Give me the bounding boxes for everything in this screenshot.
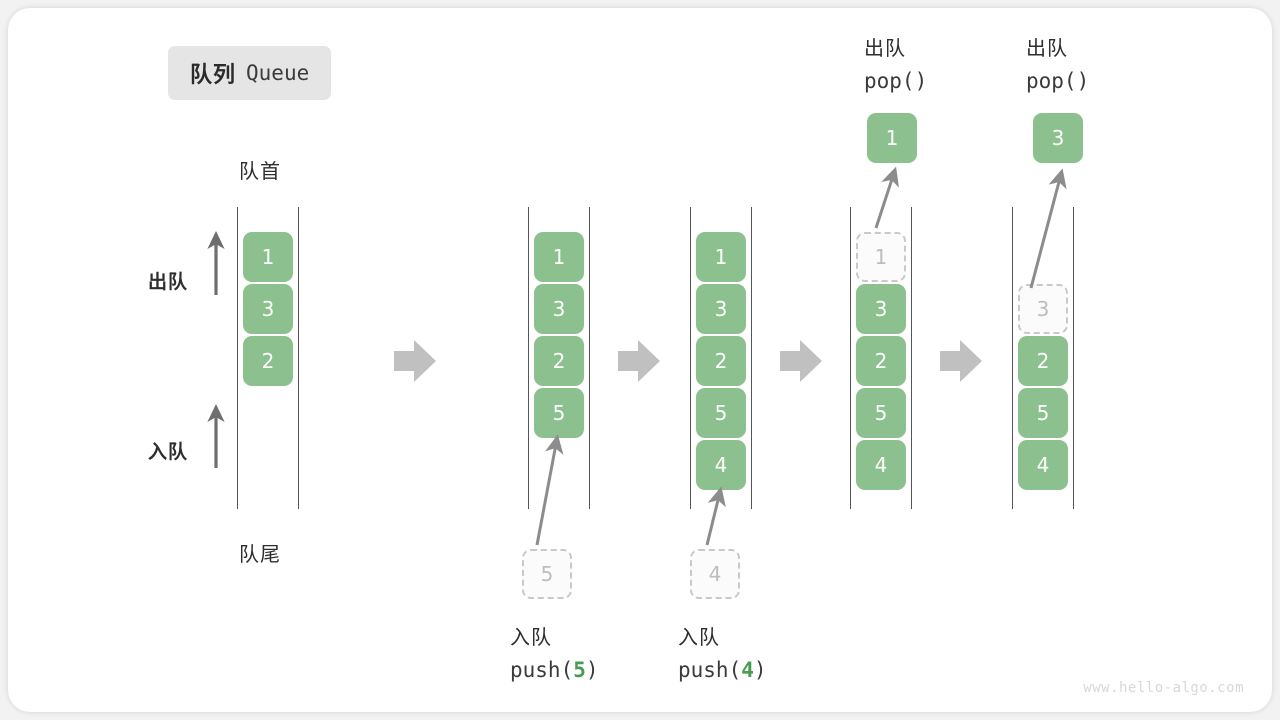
queue-cell: 3 — [696, 284, 746, 334]
pop-1-label-code: pop() — [864, 69, 928, 93]
pop-3-label-cn: 出队 — [1026, 38, 1068, 60]
push-4-label-cn: 入队 — [678, 627, 720, 649]
queue-rail-right — [911, 207, 912, 509]
queue-cell: 3 — [534, 284, 584, 334]
queue-cell: 1 — [534, 232, 584, 282]
queue-rail-right — [298, 207, 299, 509]
queue-column-after-push-5: 1 3 2 5 — [528, 207, 590, 509]
push-4-code-value: 4 — [741, 658, 754, 682]
watermark: www.hello-algo.com — [1083, 680, 1244, 696]
queue-rail-left — [237, 207, 238, 509]
push-5-label-cn: 入队 — [510, 627, 552, 649]
queue-column-after-pop-3: 3 2 5 4 — [1012, 207, 1074, 509]
queue-cell: 5 — [534, 388, 584, 438]
diagram-card — [8, 8, 1272, 712]
incoming-ghost-box-5: 5 — [522, 549, 572, 599]
tail-label: 队尾 — [239, 544, 281, 566]
queue-cell: 5 — [696, 388, 746, 438]
enqueue-direction-label: 入队 — [148, 442, 189, 463]
push-5-code-value: 5 — [573, 658, 586, 682]
push-5-label-code: push(5) — [510, 658, 599, 682]
queue-rail-left — [850, 207, 851, 509]
pop-1-label-cn: 出队 — [864, 38, 906, 60]
push-4-code-prefix: push( — [678, 658, 742, 682]
queue-cell: 1 — [243, 232, 293, 282]
queue-rail-right — [1073, 207, 1074, 509]
queue-cell-removed: 3 — [1018, 284, 1068, 334]
pop-3-label-code: pop() — [1026, 69, 1090, 93]
queue-cell: 4 — [856, 440, 906, 490]
popped-box-1: 1 — [867, 113, 917, 163]
queue-cell: 2 — [856, 336, 906, 386]
queue-cell: 2 — [243, 336, 293, 386]
queue-cell: 4 — [696, 440, 746, 490]
queue-cell: 1 — [696, 232, 746, 282]
queue-rail-right — [589, 207, 590, 509]
head-label: 队首 — [239, 161, 281, 183]
incoming-ghost-box-4: 4 — [690, 549, 740, 599]
figure-title-cn: 队列 — [190, 62, 237, 87]
push-5-code-prefix: push( — [510, 658, 574, 682]
dequeue-direction-label: 出队 — [148, 272, 189, 293]
figure-title-badge: 队列 Queue — [168, 46, 332, 100]
queue-rail-left — [1012, 207, 1013, 509]
queue-cell-removed: 1 — [856, 232, 906, 282]
queue-cell: 5 — [1018, 388, 1068, 438]
queue-cell: 4 — [1018, 440, 1068, 490]
push-5-code-suffix: ) — [585, 658, 599, 682]
queue-column-after-push-4: 1 3 2 5 4 — [690, 207, 752, 509]
queue-cell: 3 — [243, 284, 293, 334]
queue-rail-left — [690, 207, 691, 509]
push-4-code-suffix: ) — [753, 658, 767, 682]
queue-column-initial: 1 3 2 — [237, 207, 299, 509]
queue-cell: 2 — [696, 336, 746, 386]
queue-rail-left — [528, 207, 529, 509]
figure-title-en: Queue — [246, 61, 310, 85]
queue-cell: 5 — [856, 388, 906, 438]
push-4-label-code: push(4) — [678, 658, 767, 682]
queue-rail-right — [751, 207, 752, 509]
popped-box-3: 3 — [1033, 113, 1083, 163]
queue-cell: 3 — [856, 284, 906, 334]
queue-cell: 2 — [534, 336, 584, 386]
queue-cell: 2 — [1018, 336, 1068, 386]
queue-column-after-pop-1: 1 3 2 5 4 — [850, 207, 912, 509]
